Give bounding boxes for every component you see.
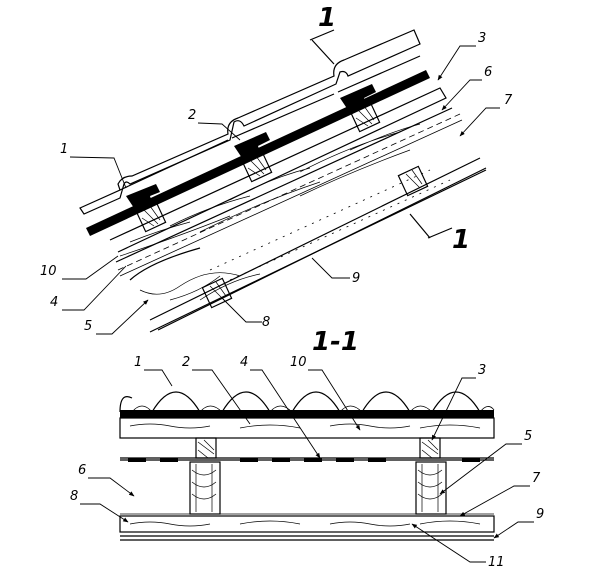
callouts-bottom: 1 2 4 10 3 5 6 7 8 9 11 — [70, 355, 544, 570]
callout-b10: 10 — [290, 355, 307, 370]
callout-b2: 2 — [182, 355, 190, 370]
callout-b1: 1 — [134, 355, 142, 370]
callout-5: 5 — [84, 319, 92, 334]
callout-9: 9 — [352, 271, 360, 286]
callout-b11: 11 — [488, 555, 505, 570]
callout-b9: 9 — [536, 507, 544, 522]
roof-tiles — [79, 29, 430, 236]
lining-board — [119, 515, 495, 541]
callout-b8: 8 — [70, 489, 78, 504]
svg-text:1: 1 — [452, 225, 470, 255]
section-title: 1-1 — [312, 327, 359, 357]
callout-3: 3 — [478, 31, 486, 46]
wood-boarding — [109, 87, 463, 277]
tile-arches — [119, 391, 495, 418]
callout-6: 6 — [484, 65, 492, 80]
rafter-blocks — [201, 165, 429, 309]
callout-10: 10 — [40, 264, 57, 279]
callout-4: 4 — [50, 295, 58, 310]
callout-b6: 6 — [78, 463, 86, 478]
callout-b5: 5 — [524, 429, 532, 444]
membrane-strip — [120, 457, 494, 462]
callout-7: 7 — [504, 93, 513, 108]
callout-b7: 7 — [532, 471, 541, 486]
section-mark-right: 1 — [409, 213, 470, 255]
callout-2: 2 — [188, 108, 196, 123]
callout-1: 1 — [60, 142, 68, 157]
callout-b4: 4 — [240, 355, 248, 370]
cross-section-1-1: 1 2 4 10 3 5 6 7 8 9 11 — [70, 355, 544, 570]
svg-text:1: 1 — [318, 3, 336, 33]
soffit-board — [149, 169, 487, 333]
callouts-top: 1 2 3 6 7 10 4 5 8 9 — [40, 31, 513, 335]
rafters — [120, 461, 494, 515]
counter-battens-top — [135, 101, 381, 233]
callout-8: 8 — [262, 315, 270, 330]
tile-clamps — [126, 84, 376, 208]
section-mark-top: 1 — [309, 3, 336, 65]
inclined-roof-detail: 1 1 1 2 3 6 7 10 4 5 8 9 — [40, 3, 513, 335]
callout-b3: 3 — [478, 363, 486, 378]
